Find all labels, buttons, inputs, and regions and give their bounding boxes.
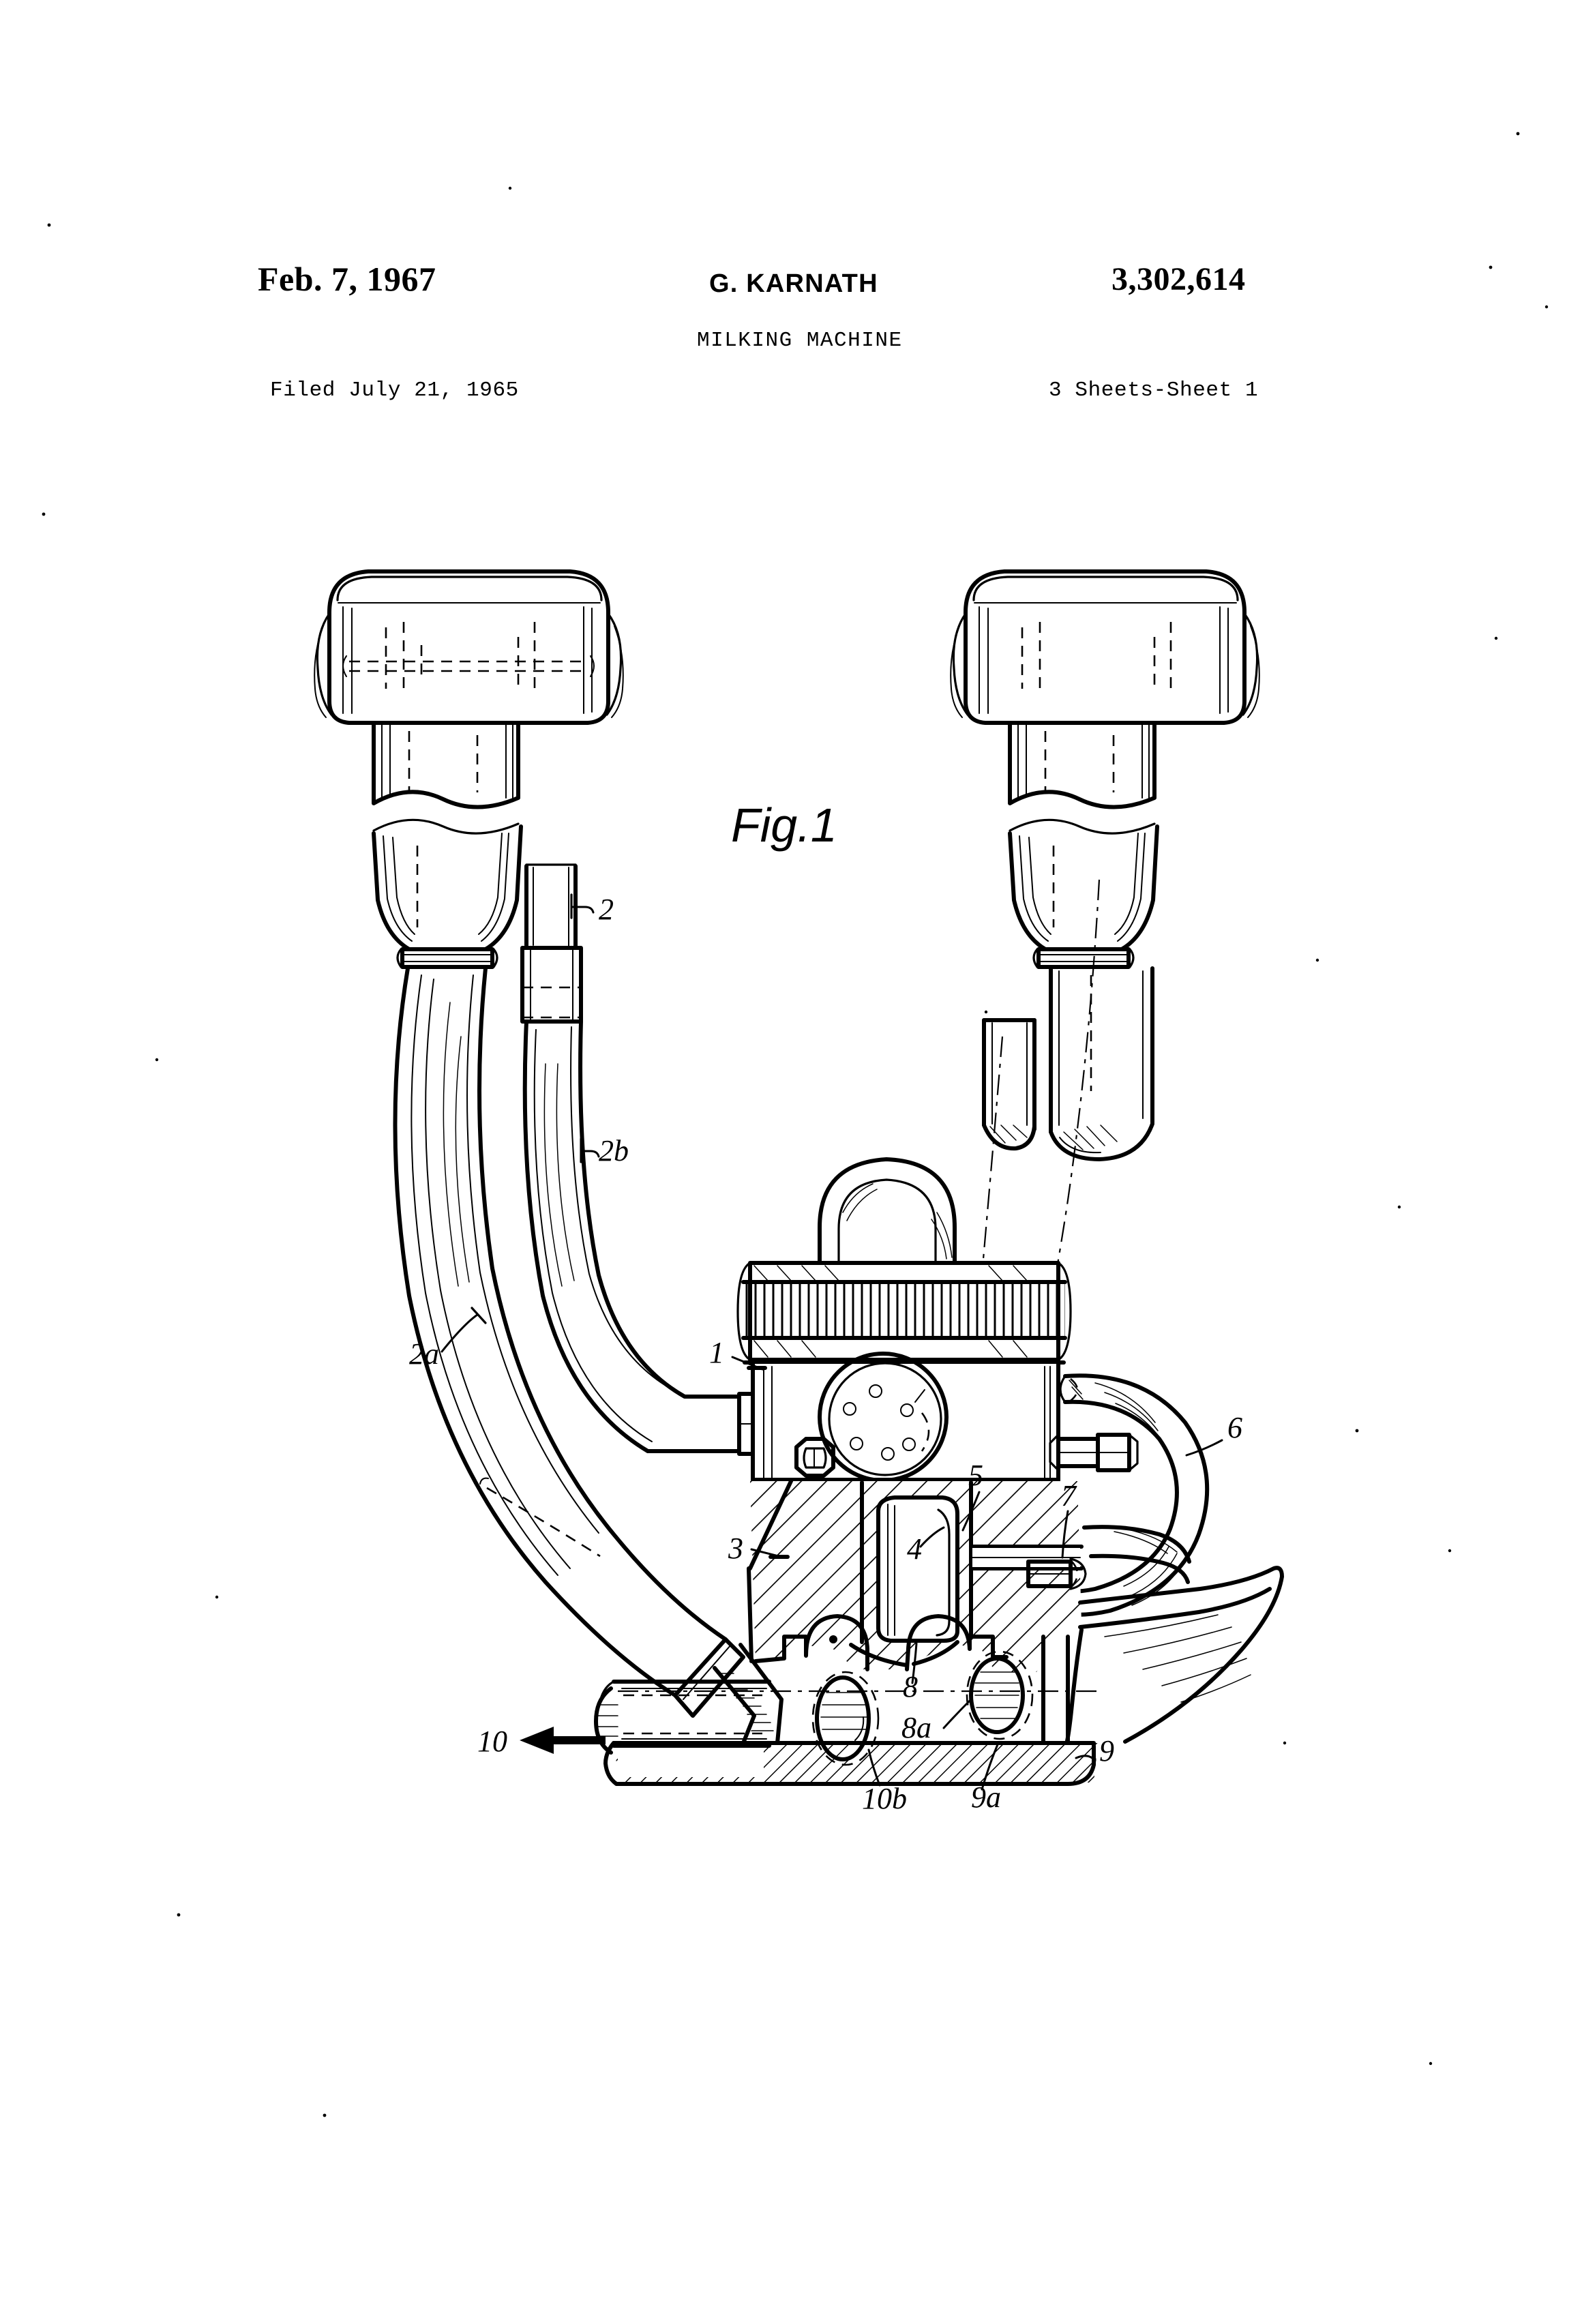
ref-num-6: 6 (1227, 1411, 1242, 1444)
figure-label: Fig.1 (731, 799, 837, 852)
leader-2 (570, 906, 595, 914)
ref-num-5: 5 (968, 1459, 983, 1492)
header-inventor-name: G. KARNATH (709, 269, 878, 298)
leader-10-arrow (520, 1727, 606, 1754)
leader-9a (981, 1742, 1000, 1791)
ref-num-2b: 2b (599, 1134, 629, 1167)
scan-speckles (42, 132, 1549, 2117)
leader-tick-2a (471, 1307, 487, 1324)
header-filing-date: Filed July 21, 1965 (270, 378, 519, 402)
left-milk-hose (393, 966, 745, 1718)
leader-8 (911, 1642, 918, 1684)
pulsator-body-housing (751, 1352, 1139, 1483)
leader-6 (1185, 1439, 1223, 1457)
ref-num-8a: 8a (901, 1711, 931, 1744)
header-date: Feb. 7, 1967 (258, 260, 436, 298)
carrying-handle-loop (818, 1157, 957, 1266)
ref-num-1: 1 (709, 1336, 724, 1369)
ref-num-9: 9 (1099, 1734, 1114, 1768)
leader-2a (441, 1313, 479, 1353)
header-sheet-count: 3 Sheets-Sheet 1 (1049, 378, 1259, 402)
leader-4 (919, 1526, 945, 1548)
ref-num-9a: 9a (971, 1781, 1001, 1814)
ref-num-8: 8 (903, 1670, 918, 1703)
body-lower-sectioned (747, 1479, 1084, 1672)
ref-num-2a: 2a (409, 1337, 439, 1371)
ref-num-4: 4 (907, 1532, 922, 1566)
base-plate-assembly (594, 1643, 1101, 1786)
left-teat-cup-assembly (314, 569, 624, 969)
knurled-collar (736, 1261, 1072, 1365)
curved-guard-arm (1045, 1373, 1210, 1617)
leader-7 (1061, 1510, 1069, 1559)
header-invention-title: MILKING MACHINE (697, 329, 903, 353)
ref-num-10: 10 (477, 1725, 507, 1758)
leader-2b (580, 1150, 600, 1158)
header-patent-number: 3,302,614 (1111, 261, 1246, 297)
connector-nipple-7 (1026, 1558, 1087, 1590)
leader-8a (942, 1698, 972, 1729)
ref-num-10b: 10b (862, 1782, 907, 1815)
leader-10b (867, 1748, 881, 1787)
leader-5 (961, 1491, 981, 1532)
leader-9 (1075, 1755, 1096, 1762)
ref-num-3: 3 (728, 1532, 743, 1565)
ref-num-2: 2 (599, 893, 614, 926)
ref-num-7: 7 (1061, 1479, 1077, 1513)
